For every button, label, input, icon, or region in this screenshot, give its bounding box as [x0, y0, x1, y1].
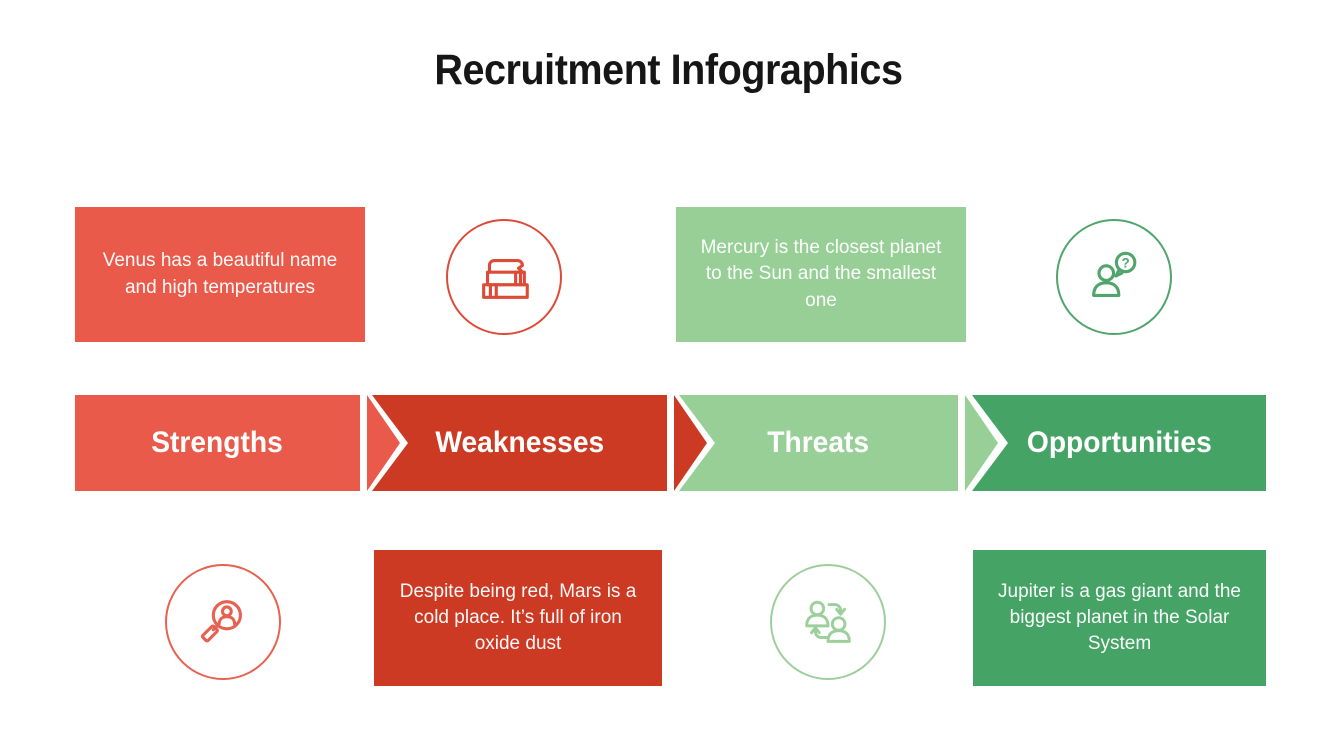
page-title: Recruitment Infographics: [433, 46, 903, 94]
banner-label-threats: Threats: [767, 426, 870, 459]
threats-note-text: Mercury is the closest planet to the Sun…: [700, 237, 942, 311]
person-search-icon: [200, 600, 242, 643]
question-mark-glyph: ?: [1121, 255, 1129, 270]
people-exchange-icon: [805, 600, 851, 643]
opportunities-note-card: Jupiter is a gas giant and the biggest p…: [973, 550, 1266, 686]
weaknesses-note-card: Despite being red, Mars is a cold place.…: [374, 550, 662, 686]
weaknesses-note-text: Despite being red, Mars is a cold place.…: [399, 580, 637, 655]
books-icon-badge: [446, 219, 562, 335]
banner-label-opportunities: Opportunities: [1026, 426, 1212, 459]
people-exchange-icon-badge: [770, 564, 886, 680]
threats-note-card: Mercury is the closest planet to the Sun…: [676, 207, 966, 342]
strengths-note-card: Venus has a beautiful name and high temp…: [75, 207, 365, 342]
person-question-icon-badge: ?: [1056, 219, 1172, 335]
banner-segment-strengths: Strengths: [75, 395, 360, 491]
banner-label-weaknesses: Weaknesses: [435, 426, 604, 459]
person-question-icon: ?: [1092, 251, 1137, 297]
opportunities-note-text: Jupiter is a gas giant and the biggest p…: [998, 580, 1241, 655]
banner-segment-threats: Threats: [679, 395, 958, 491]
person-search-icon-badge: [165, 564, 281, 680]
books-icon: [482, 258, 529, 299]
banner-segment-opportunities: Opportunities: [972, 395, 1266, 491]
strengths-note-text: Venus has a beautiful name and high temp…: [102, 250, 338, 298]
banner-label-strengths: Strengths: [151, 426, 284, 459]
banner-segment-weaknesses: Weaknesses: [372, 395, 667, 491]
